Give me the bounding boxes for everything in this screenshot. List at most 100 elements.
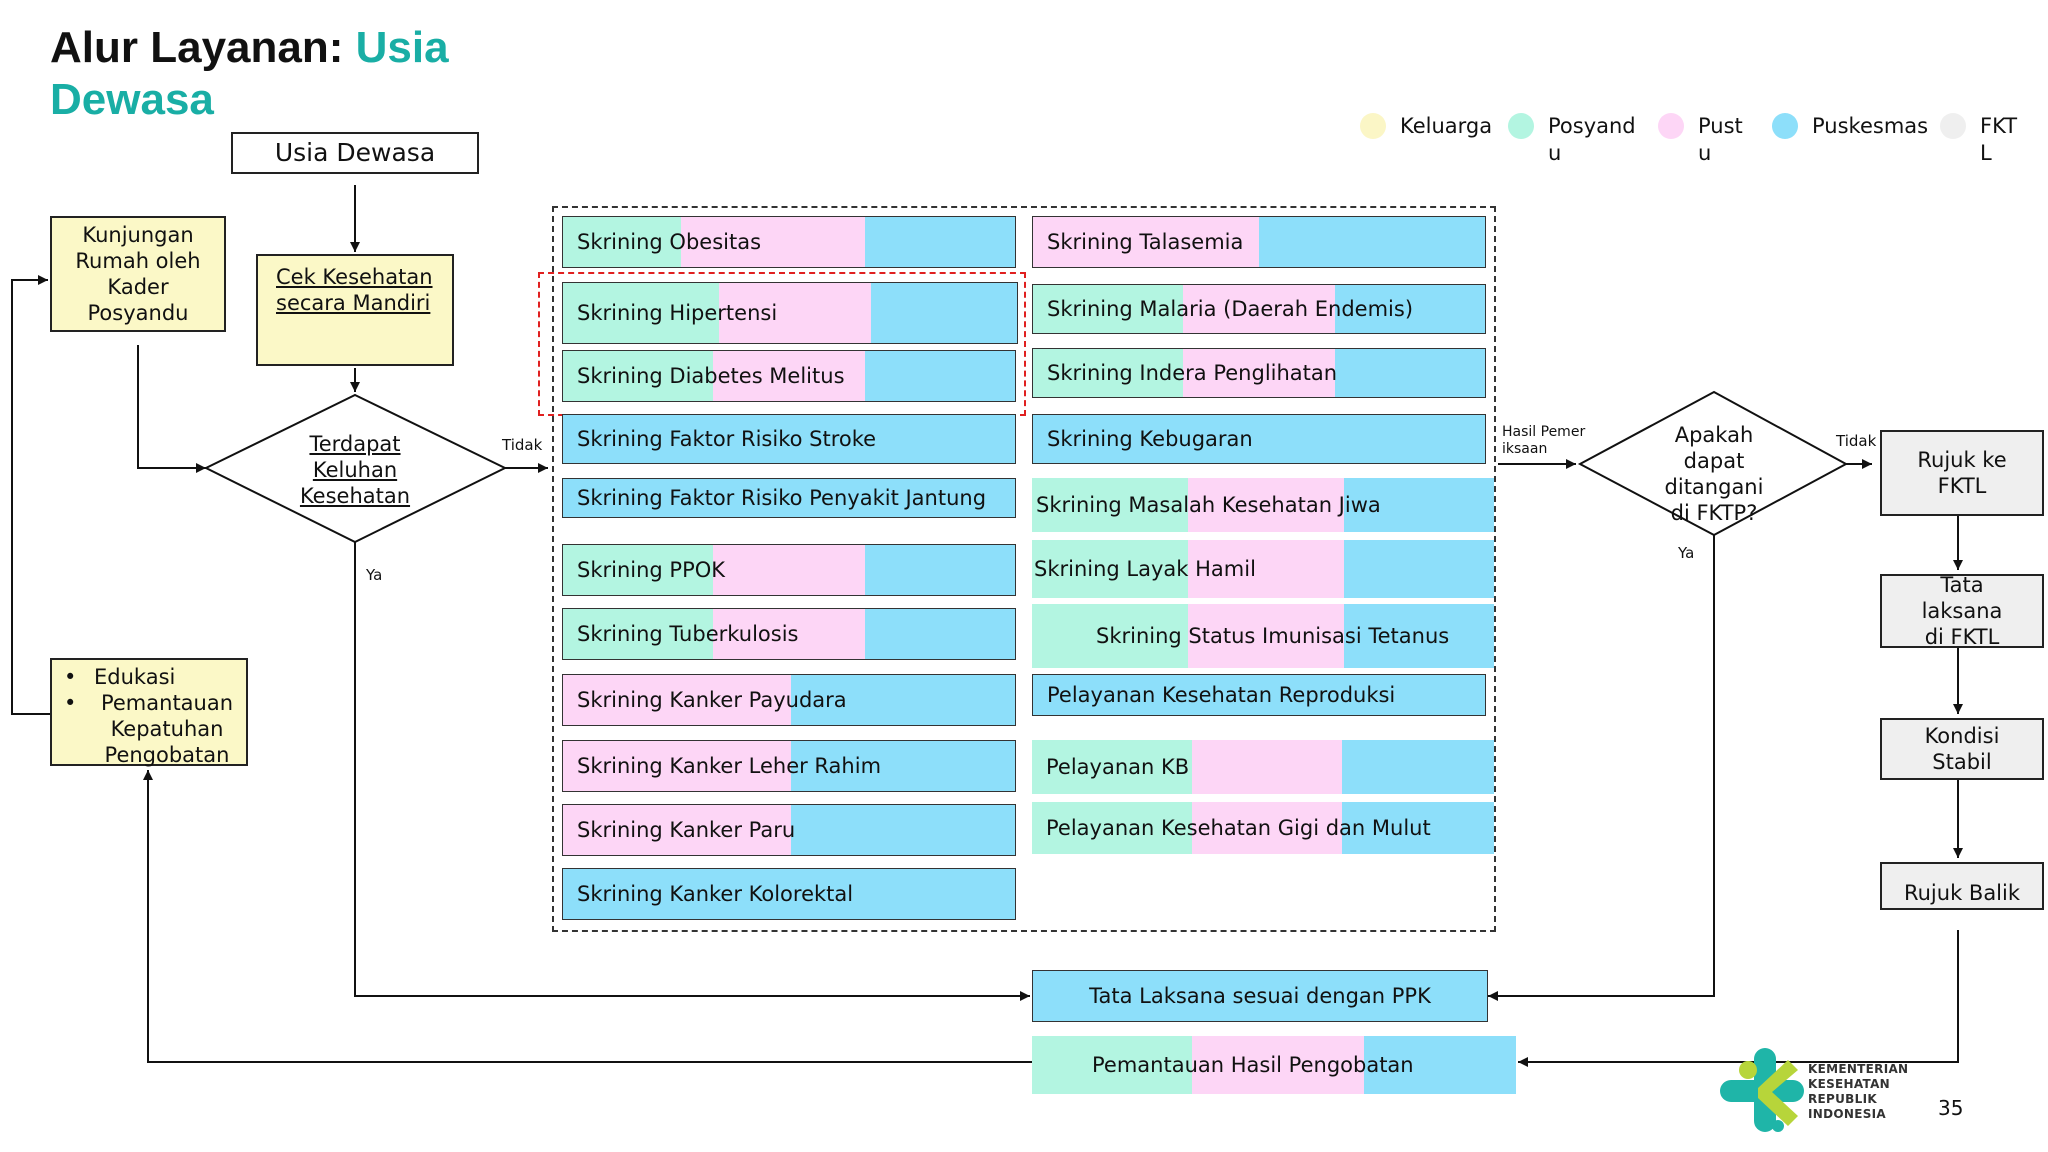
segment-puskesmas bbox=[563, 415, 1015, 463]
segment-pustu bbox=[1188, 540, 1344, 598]
legend-item-pustu: Pustu bbox=[1658, 113, 1748, 167]
bullet-item: • Edukasi bbox=[64, 664, 240, 690]
segment-puskesmas bbox=[1344, 540, 1494, 598]
screening-kanker-payudara: Skrining Kanker Payudara bbox=[562, 674, 1016, 726]
legend-item-puskesmas: Puskesmas bbox=[1772, 113, 1932, 140]
screening-label: Skrining Diabetes Melitus bbox=[577, 364, 845, 388]
segment-pustu bbox=[1183, 285, 1335, 333]
segment-posyandu bbox=[1032, 1036, 1192, 1094]
legend-item-keluarga: Keluarga bbox=[1360, 113, 1496, 140]
segment-puskesmas bbox=[865, 545, 1015, 595]
node-rujuk-balik: Rujuk Balik bbox=[1880, 862, 2044, 910]
segment-posyandu bbox=[563, 609, 713, 659]
node-cek-kesehatan: Cek Kesehatan secara Mandiri bbox=[256, 254, 454, 366]
segment-pustu bbox=[1192, 740, 1342, 794]
legend-label: Pustu bbox=[1698, 114, 1743, 165]
segment-pustu bbox=[1192, 802, 1342, 854]
edge-label-tidak: Tidak bbox=[502, 436, 543, 454]
screening-indera-penglihatan: Skrining Indera Penglihatan bbox=[1032, 348, 1486, 398]
node-label: Pemantauan Hasil Pengobatan bbox=[1092, 1053, 1414, 1077]
node-edukasi: •Edukasi •Pemantauan Kepatuhan Pengobata… bbox=[50, 658, 248, 767]
segment-pustu bbox=[719, 283, 871, 343]
segment-posyandu bbox=[1032, 604, 1188, 668]
screening-label: Skrining Kanker Kolorektal bbox=[577, 882, 854, 906]
segment-puskesmas bbox=[1342, 802, 1494, 854]
logo-line: KEMENTERIAN bbox=[1808, 1062, 1909, 1076]
screening-label: Skrining Indera Penglihatan bbox=[1047, 361, 1338, 385]
segment-pustu bbox=[713, 609, 865, 659]
legend-dot-posyandu bbox=[1508, 113, 1534, 139]
segment-puskesmas bbox=[1259, 217, 1485, 267]
screening-label: Pelayanan Kesehatan Reproduksi bbox=[1047, 683, 1396, 707]
legend-item-posyandu: Posyandu bbox=[1508, 113, 1640, 167]
screening-label: Skrining Faktor Risiko Stroke bbox=[577, 427, 877, 451]
screening-faktor-risiko-jantung: Skrining Faktor Risiko Penyakit Jantung bbox=[562, 478, 1016, 518]
segment-puskesmas bbox=[1344, 604, 1494, 668]
segment-pustu bbox=[713, 545, 865, 595]
segment-puskesmas bbox=[865, 217, 1015, 267]
title-part-2: Usia bbox=[355, 23, 449, 72]
segment-pustu bbox=[563, 741, 791, 791]
highlight-frame bbox=[538, 272, 1026, 416]
screening-faktor-risiko-stroke: Skrining Faktor Risiko Stroke bbox=[562, 414, 1016, 464]
screening-label: Skrining Malaria (Daerah Endemis) bbox=[1047, 297, 1414, 321]
legend-dot-pustu bbox=[1658, 113, 1684, 139]
segment-posyandu bbox=[563, 351, 713, 401]
segment-pustu bbox=[1188, 604, 1344, 668]
node-kondisi-stabil: Kondisi Stabil bbox=[1880, 718, 2044, 780]
kemenkes-logo-icon bbox=[1720, 1048, 1804, 1132]
segment-pustu bbox=[563, 805, 791, 855]
diamond-label-apakah: Apakah dapat ditangani di FKTP? bbox=[1664, 423, 1764, 525]
segment-puskesmas bbox=[1364, 1036, 1516, 1094]
start-node-usia-dewasa: Usia Dewasa bbox=[231, 132, 479, 174]
segment-puskesmas bbox=[865, 609, 1015, 659]
screening-label: Skrining Masalah Kesehatan Jiwa bbox=[1036, 493, 1381, 517]
segment-puskesmas bbox=[563, 869, 1015, 919]
screening-diabetes-melitus: Skrining Diabetes Melitus bbox=[562, 350, 1016, 402]
screening-label: Skrining Talasemia bbox=[1047, 230, 1244, 254]
screening-malaria: Skrining Malaria (Daerah Endemis) bbox=[1032, 284, 1486, 334]
pelayanan-kb: Pelayanan KB bbox=[1032, 740, 1494, 794]
arrow-pemantauan-to-edukasi bbox=[143, 770, 1032, 1063]
edge-label-ya: Ya bbox=[1678, 544, 1695, 562]
segment-puskesmas bbox=[1344, 478, 1494, 532]
segment-puskesmas bbox=[791, 741, 1015, 791]
screening-label: Skrining Faktor Risiko Penyakit Jantung bbox=[577, 486, 987, 510]
screening-kebugaran: Skrining Kebugaran bbox=[1032, 414, 1486, 464]
page-number: 35 bbox=[1938, 1096, 1964, 1120]
arrow-apakah-ya-to-tatalaksana bbox=[1488, 535, 1715, 1001]
logo-line: INDONESIA bbox=[1808, 1107, 1887, 1121]
segment-puskesmas bbox=[1335, 349, 1485, 397]
segment-pustu bbox=[713, 351, 865, 401]
node-tata-laksana-ppk: Tata Laksana sesuai dengan PPK bbox=[1032, 970, 1488, 1022]
legend-label: Puskesmas bbox=[1812, 114, 1929, 138]
node-pemantauan-hasil: Pemantauan Hasil Pengobatan bbox=[1032, 1036, 1516, 1094]
screening-label: Skrining Tuberkulosis bbox=[577, 622, 799, 646]
screening-hipertensi: Skrining Hipertensi bbox=[562, 282, 1018, 344]
screening-tuberkulosis: Skrining Tuberkulosis bbox=[562, 608, 1016, 660]
diamond-apakah bbox=[1577, 390, 1849, 537]
diamond-terdapat-keluhan bbox=[203, 393, 508, 544]
screening-kesehatan-jiwa: Skrining Masalah Kesehatan Jiwa bbox=[1032, 478, 1494, 532]
title-part-1: Alur Layanan: bbox=[50, 23, 356, 72]
page-title: Alur Layanan: Usia Dewasa bbox=[50, 22, 449, 126]
segment-posyandu bbox=[1032, 740, 1192, 794]
segment-puskesmas bbox=[791, 805, 1015, 855]
screening-label: Skrining PPOK bbox=[577, 558, 726, 582]
segment-posyandu bbox=[563, 283, 719, 343]
screening-label: Skrining Kanker Payudara bbox=[577, 688, 847, 712]
bullet-icon: • bbox=[64, 665, 77, 689]
segment-pustu bbox=[1033, 217, 1259, 267]
pelayanan-kesehatan-gigi-mulut: Pelayanan Kesehatan Gigi dan Mulut bbox=[1032, 802, 1494, 854]
bullet-icon: • bbox=[64, 691, 77, 715]
kemenkes-logo-text: KEMENTERIAN KESEHATAN REPUBLIK INDONESIA bbox=[1808, 1062, 1908, 1122]
node-tata-laksana-fktl: Tata laksana di FKTL bbox=[1880, 573, 2044, 649]
bullet-text: Edukasi bbox=[94, 665, 176, 689]
screening-label: Skrining Kanker Paru bbox=[577, 818, 796, 842]
segment-puskesmas bbox=[1033, 675, 1485, 715]
screening-label: Skrining Hipertensi bbox=[577, 301, 778, 325]
edge-label-ya: Ya bbox=[366, 566, 383, 584]
legend-dot-puskesmas bbox=[1772, 113, 1798, 139]
screening-label: Pelayanan Kesehatan Gigi dan Mulut bbox=[1046, 816, 1431, 840]
